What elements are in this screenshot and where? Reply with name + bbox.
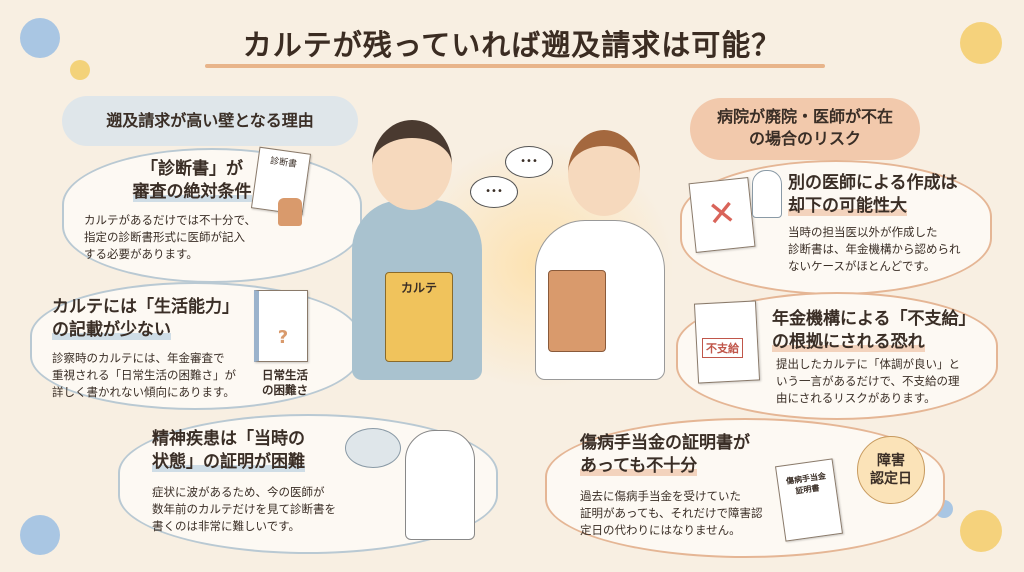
risk-heading: 別の医師による作成は却下の可能性大 xyxy=(788,172,988,218)
reason-heading: 精神疾患は「当時の状態」の証明が困難 xyxy=(152,428,352,474)
body-line: 指定の診断書形式に医師が記入 xyxy=(84,230,245,244)
question-mark: ? xyxy=(277,327,289,348)
heading-line: 別の医師による作成は xyxy=(788,173,958,193)
flower-decoration xyxy=(20,515,60,555)
body-line: 数年前のカルテだけを見て診断書を xyxy=(152,502,336,516)
thought-bubble-icon xyxy=(345,428,401,468)
doctor-avatar-icon xyxy=(752,170,782,218)
doc-label: 診断書 xyxy=(269,156,298,171)
patient-head xyxy=(372,120,452,210)
heading-line: 「診断書」が xyxy=(141,159,243,179)
body-line: 詳しく書かれない傾向にあります。 xyxy=(52,385,235,399)
notebook-label: カルテ xyxy=(400,281,437,295)
header-line: 病院が廃院・医師が不在 xyxy=(716,107,893,126)
stamp-text: 不支給 xyxy=(706,342,739,355)
risk-body: 過去に傷病手当金を受けていた証明があっても、それだけで障害認定日の代わりにはなり… xyxy=(580,488,780,539)
body-line: 診察時のカルテには、年金審査で xyxy=(52,351,225,365)
sickness-allowance-certificate-icon: 傷病手当金証明書 xyxy=(774,458,844,542)
heading-line: 精神疾患は「当時の xyxy=(152,429,305,449)
heading-line: の根拠にされる恐れ xyxy=(772,332,925,352)
body-line: 書くのは非常に難しいです。 xyxy=(152,519,301,533)
body-line: 由にされるリスクがあります。 xyxy=(776,391,936,405)
reason-heading: カルテには「生活能力」の記載が少ない xyxy=(52,296,282,342)
medical-chart-icon: ? xyxy=(254,290,308,362)
body-line: 証明があっても、それだけで障害認 xyxy=(580,506,763,520)
title-underline xyxy=(205,64,825,68)
body-line: ないケースがほとんどです。 xyxy=(788,259,936,273)
flower-decoration xyxy=(20,18,60,58)
header-line: の場合のリスク xyxy=(748,129,861,148)
body-line: 過去に傷病手当金を受けていた xyxy=(580,489,741,503)
body-line: いう一言があるだけで、不支給の理 xyxy=(776,374,960,388)
heading-line: 傷病手当金の証明書が xyxy=(580,433,750,453)
caption-line: 日常生活 xyxy=(262,368,308,382)
body-line: 提出したカルテに「体調が良い」と xyxy=(776,357,960,371)
speech-dots: ••• xyxy=(520,156,538,167)
badge-line: 障害 xyxy=(877,453,905,469)
elderly-doctor-illustration xyxy=(405,430,475,540)
body-line: 診断書は、年金機構から認められ xyxy=(788,242,961,256)
page-title: カルテが残っていれば遡及請求は可能？ xyxy=(242,28,782,62)
heading-line: あっても不十分 xyxy=(580,456,698,476)
heading-line: 状態」の証明が困難 xyxy=(152,452,305,472)
reason-body: 症状に波があるため、今の医師が数年前のカルテだけを見て診断書を書くのは非常に難し… xyxy=(152,484,372,535)
body-line: カルテがあるだけでは不十分で、 xyxy=(84,213,257,227)
heading-line: 年金機構による「不支給」 xyxy=(772,309,976,329)
body-line: 当時の担当医以外が作成した xyxy=(788,225,938,239)
caption-line: の困難さ xyxy=(262,383,308,397)
flower-decoration xyxy=(70,60,90,80)
doc-caption: 日常生活の困難さ xyxy=(255,368,315,398)
heading-line: の記載が少ない xyxy=(52,320,171,340)
body-line: 重視される「日常生活の困難さ」が xyxy=(52,368,236,382)
badge-line: 認定日 xyxy=(870,471,912,487)
speech-bubble: ••• xyxy=(505,146,553,178)
body-line: 症状に波があるため、今の医師が xyxy=(152,485,325,499)
left-section-header: 遡及請求が高い壁となる理由 xyxy=(62,96,358,146)
flower-decoration xyxy=(960,22,1002,64)
speech-dots: ••• xyxy=(485,186,503,197)
reason-card-diagnosis xyxy=(62,148,362,283)
risk-body: 提出したカルテに「体調が良い」という一言があるだけで、不支給の理由にされるリスク… xyxy=(776,356,988,407)
risk-heading: 年金機構による「不支給」の根拠にされる恐れ xyxy=(772,308,998,354)
clipboard-icon xyxy=(548,270,606,352)
speech-bubble: ••• xyxy=(470,176,518,208)
reason-body: カルテがあるだけでは不十分で、指定の診断書形式に医師が記入する必要があります。 xyxy=(84,212,314,263)
body-line: 定日の代わりにはなりません。 xyxy=(580,523,741,537)
disability-date-badge: 障害認定日 xyxy=(857,436,925,504)
reason-body: 診察時のカルテには、年金審査で重視される「日常生活の困難さ」が詳しく書かれない傾… xyxy=(52,350,272,401)
heading-line: 却下の可能性大 xyxy=(788,196,907,216)
reason-heading: 「診断書」が審査の絶対条件 xyxy=(92,158,292,204)
body-line: する必要があります。 xyxy=(84,247,198,261)
rejected-document-icon: ✕ xyxy=(688,177,756,253)
doctor-head xyxy=(568,130,640,216)
flower-decoration xyxy=(960,510,1002,552)
medical-record-notebook: カルテ xyxy=(385,272,453,362)
heading-line: カルテには「生活能力」 xyxy=(52,297,239,317)
non-payment-stamp: 不支給 xyxy=(702,338,743,358)
heading-line: 審査の絶対条件 xyxy=(132,182,252,202)
risk-body: 当時の担当医以外が作成した診断書は、年金機構から認められないケースがほとんどです… xyxy=(788,224,988,275)
risk-heading: 傷病手当金の証明書があっても不十分 xyxy=(580,432,780,478)
right-section-header: 病院が廃院・医師が不在の場合のリスク xyxy=(690,98,920,160)
stamp-icon xyxy=(278,198,302,226)
